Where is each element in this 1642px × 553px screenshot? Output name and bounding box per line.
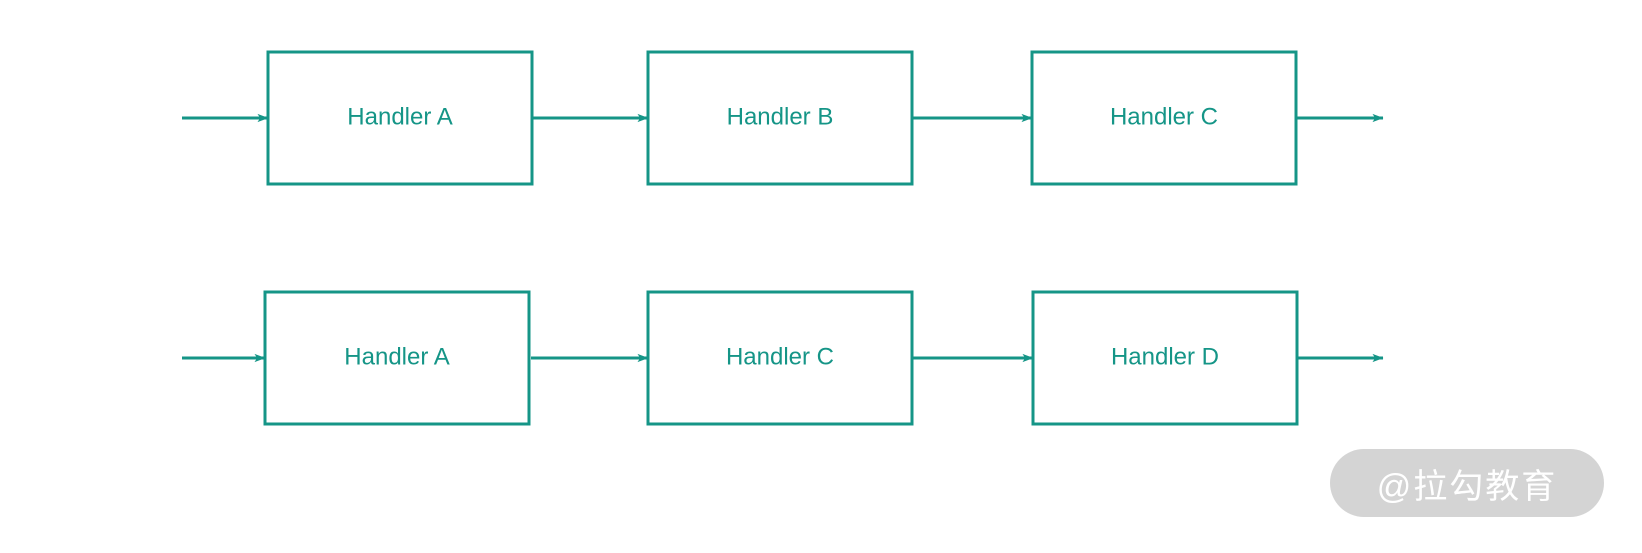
handler-node-handler-c-1[interactable]: Handler C (1030, 50, 1298, 186)
handler-label: Handler A (344, 343, 449, 370)
watermark-text: @拉勾教育 (1376, 467, 1558, 506)
handler-box[interactable] (1030, 50, 1298, 186)
handler-node-handler-d-2[interactable]: Handler D (1031, 290, 1299, 426)
handler-chain-2: Handler A Handler C Handler D (182, 290, 1384, 426)
handler-node-handler-b-1[interactable]: Handler B (646, 50, 914, 186)
watermark-badge: @拉勾教育 (1330, 449, 1604, 517)
handler-box[interactable] (1031, 290, 1299, 426)
handler-label: Handler B (727, 103, 834, 130)
handler-label: Handler A (347, 103, 452, 130)
handler-box[interactable] (263, 290, 531, 426)
handler-label: Handler C (726, 343, 834, 370)
handler-box[interactable] (266, 50, 534, 186)
handler-node-handler-c-2[interactable]: Handler C (646, 290, 914, 426)
handler-chain-1: Handler A Handler B Handler C (182, 50, 1384, 186)
handler-box[interactable] (646, 50, 914, 186)
handler-node-handler-a-1[interactable]: Handler A (266, 50, 534, 186)
handler-label: Handler C (1110, 103, 1218, 130)
handler-node-handler-a-2[interactable]: Handler A (263, 290, 531, 426)
handler-box[interactable] (646, 290, 914, 426)
handler-label: Handler D (1111, 343, 1219, 370)
